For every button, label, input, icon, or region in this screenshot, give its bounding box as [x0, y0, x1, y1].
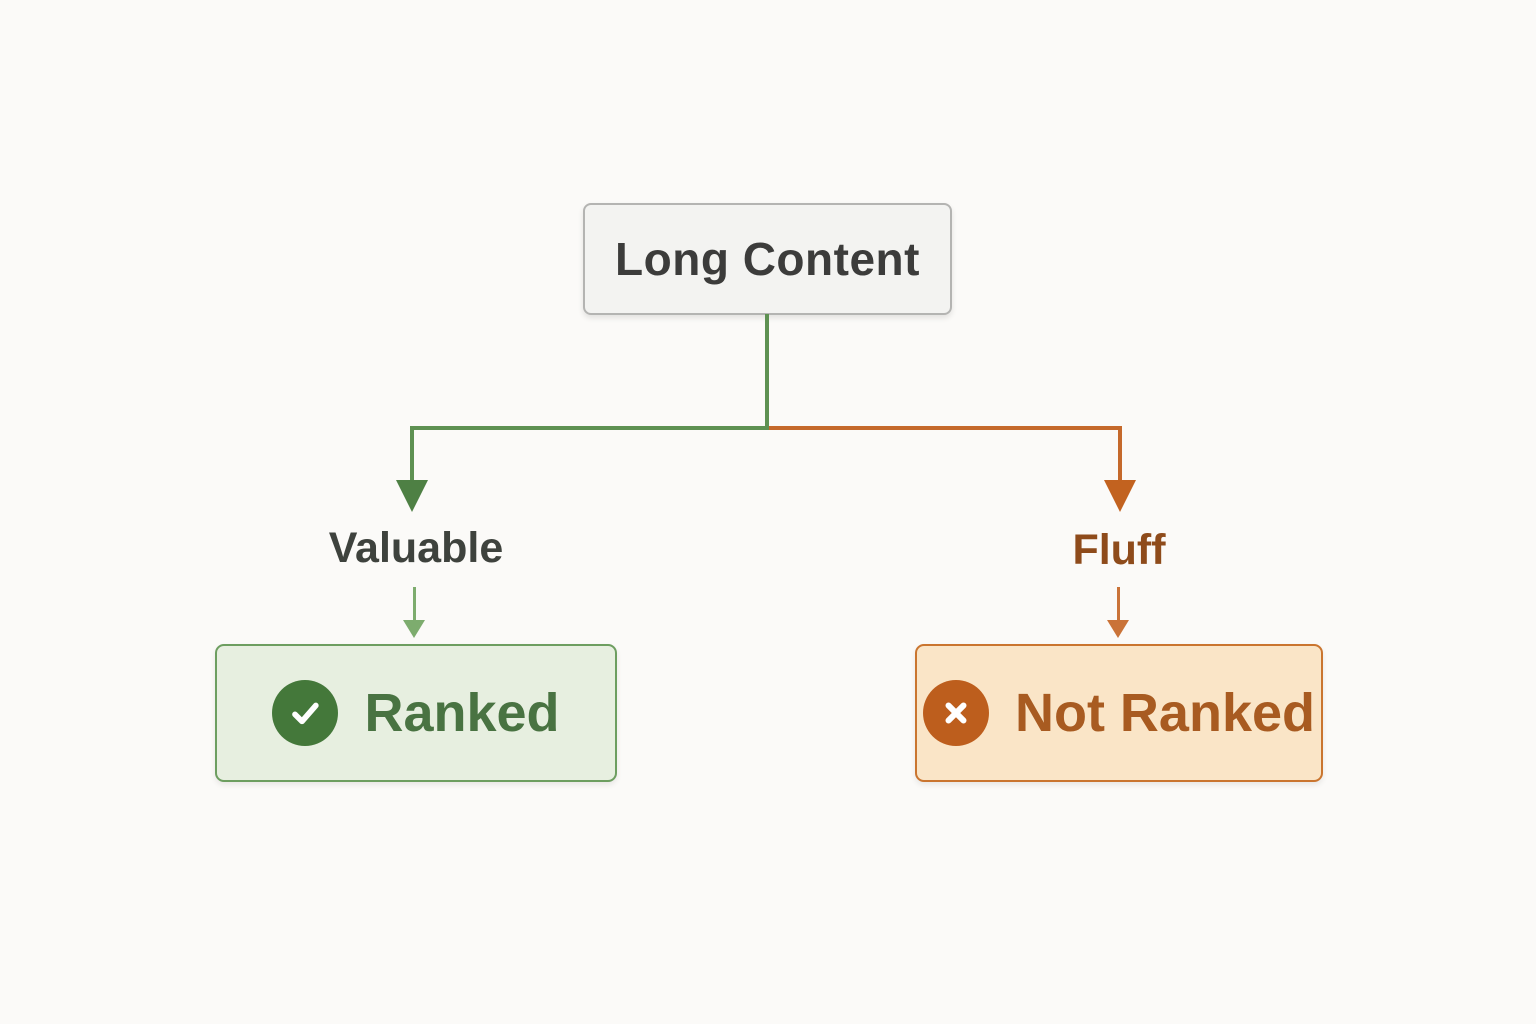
arrow-valuable-to-ranked-head-icon	[403, 620, 425, 638]
connector-drop-valuable	[410, 426, 414, 482]
node-long-content-label: Long Content	[615, 233, 920, 285]
arrow-valuable-to-ranked-shaft	[413, 587, 416, 621]
connector-root-stem	[765, 314, 769, 428]
node-ranked-label: Ranked	[364, 683, 560, 743]
connector-branch-right	[769, 426, 1122, 430]
node-ranked: Ranked	[215, 644, 617, 782]
connector-branch-left	[410, 426, 769, 430]
arrowhead-valuable-icon	[396, 480, 428, 512]
arrow-fluff-to-not-ranked-shaft	[1117, 587, 1120, 621]
arrow-fluff-to-not-ranked-head-icon	[1107, 620, 1129, 638]
node-not-ranked: Not Ranked	[915, 644, 1323, 782]
branch-label-fluff: Fluff	[1072, 526, 1166, 574]
node-long-content: Long Content	[583, 203, 952, 315]
branch-label-valuable: Valuable	[328, 524, 504, 572]
connector-drop-fluff	[1118, 426, 1122, 482]
node-not-ranked-label: Not Ranked	[1014, 683, 1316, 743]
check-icon	[272, 680, 339, 746]
x-icon	[922, 680, 989, 746]
arrowhead-fluff-icon	[1104, 480, 1136, 512]
